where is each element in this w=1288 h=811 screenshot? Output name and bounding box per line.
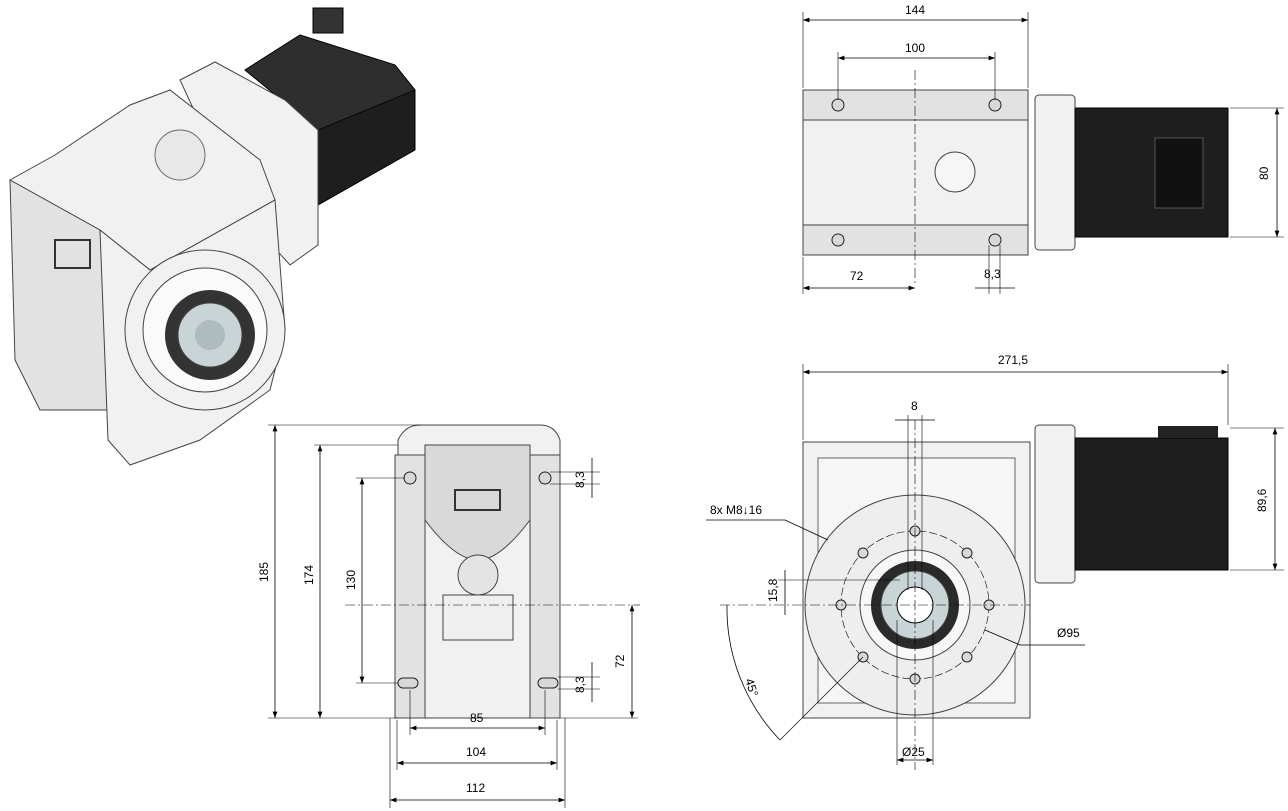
top-hole xyxy=(988,98,1002,112)
iso-worm-boss xyxy=(154,129,206,181)
dim-112: 112 xyxy=(466,781,485,795)
side-foot-left xyxy=(394,454,426,719)
side-shaft-block xyxy=(442,594,514,641)
dim-80: 80 xyxy=(1257,166,1271,180)
dim-8-3-top: 8,3 xyxy=(984,267,1001,281)
thread-leader xyxy=(706,519,829,541)
bolt-circle-leader xyxy=(984,629,1085,646)
dim-104: 104 xyxy=(466,745,486,759)
side-slot xyxy=(397,677,419,689)
front-flange xyxy=(1034,424,1076,584)
front-view: 271,5 8 8x M8↓16 15,8 45° Ø95 Ø25 89,6 xyxy=(706,353,1284,770)
top-flange xyxy=(1034,94,1076,251)
dim-8-3-upper: 8,3 xyxy=(573,471,587,488)
dim-89-6: 89,6 xyxy=(1255,488,1269,512)
dim-45-deg: 45° xyxy=(742,677,761,699)
dim-15-8: 15,8 xyxy=(766,578,780,602)
dim-130: 130 xyxy=(344,570,358,590)
dim-8: 8 xyxy=(911,399,918,413)
dim-72-side: 72 xyxy=(613,654,627,668)
thread-note: 8x M8↓16 xyxy=(710,503,762,517)
dim-185: 185 xyxy=(257,562,271,582)
angle-arc xyxy=(726,604,781,741)
front-motor-connector xyxy=(1158,426,1218,438)
top-motor-connector xyxy=(1154,137,1204,209)
side-view: 185 174 130 72 8,3 8,3 85 104 112 xyxy=(257,424,640,808)
top-hole xyxy=(831,233,845,247)
dim-85: 85 xyxy=(470,711,484,725)
dim-8-3-lower: 8,3 xyxy=(573,676,587,693)
front-motor xyxy=(1074,437,1229,571)
dim-72: 72 xyxy=(850,269,864,283)
isometric-view xyxy=(8,7,416,466)
side-hole xyxy=(538,471,552,485)
dim-174: 174 xyxy=(302,565,316,585)
side-slot xyxy=(537,677,559,689)
side-worm-boss xyxy=(457,554,499,596)
side-logo xyxy=(454,489,501,511)
iso-shaft-hole xyxy=(195,320,225,350)
iso-housing-side xyxy=(9,179,116,411)
top-worm-boss xyxy=(934,151,976,193)
side-hole xyxy=(403,471,417,485)
top-view: 144 100 80 72 8,3 xyxy=(802,3,1284,294)
dim-bore: Ø25 xyxy=(902,745,925,759)
top-hole xyxy=(831,98,845,112)
dim-144: 144 xyxy=(905,3,925,17)
iso-connector xyxy=(312,7,344,34)
bolt-hole xyxy=(857,547,869,559)
iso-logo xyxy=(54,239,91,269)
iso-motor-side xyxy=(244,34,416,131)
bolt-hole xyxy=(961,651,973,663)
side-foot-right xyxy=(529,454,561,719)
bolt-hole xyxy=(961,547,973,559)
top-motor xyxy=(1074,107,1229,238)
top-hole xyxy=(988,233,1002,247)
dim-100: 100 xyxy=(905,41,925,55)
dim-bolt-circle: Ø95 xyxy=(1057,626,1080,640)
dim-271-5: 271,5 xyxy=(998,353,1028,367)
